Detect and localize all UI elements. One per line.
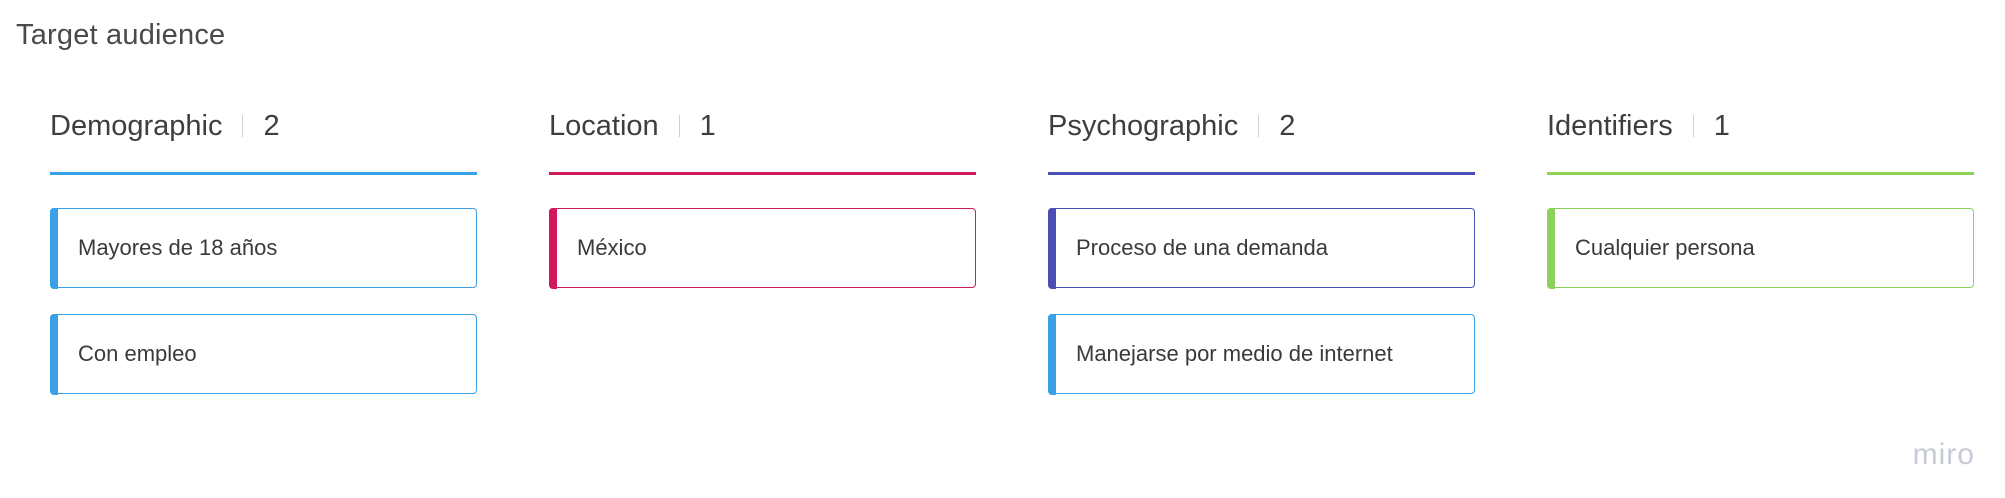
sticky-card[interactable]: México bbox=[548, 207, 976, 289]
card-accent bbox=[49, 313, 58, 395]
header-divider bbox=[1258, 115, 1260, 137]
column-psychographic: Psychographic 2 Proceso de una demanda M… bbox=[1047, 104, 1475, 395]
header-divider bbox=[242, 115, 244, 137]
column-header: Demographic 2 bbox=[50, 104, 477, 148]
column-header: Location 1 bbox=[549, 104, 976, 148]
column-count: 2 bbox=[1279, 109, 1296, 142]
card-accent bbox=[1546, 207, 1555, 289]
column-title: Identifiers bbox=[1547, 109, 1673, 142]
card-text: México bbox=[577, 235, 647, 260]
column-count: 1 bbox=[699, 109, 716, 142]
card-text: Con empleo bbox=[78, 341, 197, 366]
header-divider bbox=[678, 115, 680, 137]
card-text: Cualquier persona bbox=[1575, 235, 1755, 260]
column-demographic: Demographic 2 Mayores de 18 años Con emp… bbox=[49, 104, 477, 395]
column-header: Psychographic 2 bbox=[1048, 104, 1475, 148]
card-accent bbox=[1047, 313, 1056, 395]
sticky-card[interactable]: Manejarse por medio de internet bbox=[1047, 313, 1475, 395]
column-location: Location 1 México bbox=[548, 104, 976, 289]
card-accent bbox=[49, 207, 58, 289]
column-title: Psychographic bbox=[1048, 109, 1239, 142]
column-underline bbox=[1547, 172, 1974, 175]
column-identifiers: Identifiers 1 Cualquier persona bbox=[1546, 104, 1974, 289]
card-accent bbox=[548, 207, 557, 289]
card-text: Proceso de una demanda bbox=[1076, 235, 1328, 260]
column-count: 1 bbox=[1713, 109, 1730, 142]
card-accent bbox=[1047, 207, 1056, 289]
sticky-card[interactable]: Mayores de 18 años bbox=[49, 207, 477, 289]
miro-logo: miro bbox=[1912, 438, 1975, 471]
column-header: Identifiers 1 bbox=[1547, 104, 1974, 148]
sticky-card[interactable]: Proceso de una demanda bbox=[1047, 207, 1475, 289]
sticky-card[interactable]: Con empleo bbox=[49, 313, 477, 395]
column-underline bbox=[1048, 172, 1475, 175]
sticky-card[interactable]: Cualquier persona bbox=[1546, 207, 1974, 289]
column-underline bbox=[50, 172, 477, 175]
card-text: Manejarse por medio de internet bbox=[1076, 341, 1393, 366]
column-title: Demographic bbox=[50, 109, 223, 142]
card-text: Mayores de 18 años bbox=[78, 235, 278, 260]
column-underline bbox=[549, 172, 976, 175]
header-divider bbox=[1692, 115, 1694, 137]
column-title: Location bbox=[549, 109, 659, 142]
column-count: 2 bbox=[263, 109, 280, 142]
board-title: Target audience bbox=[16, 19, 226, 51]
